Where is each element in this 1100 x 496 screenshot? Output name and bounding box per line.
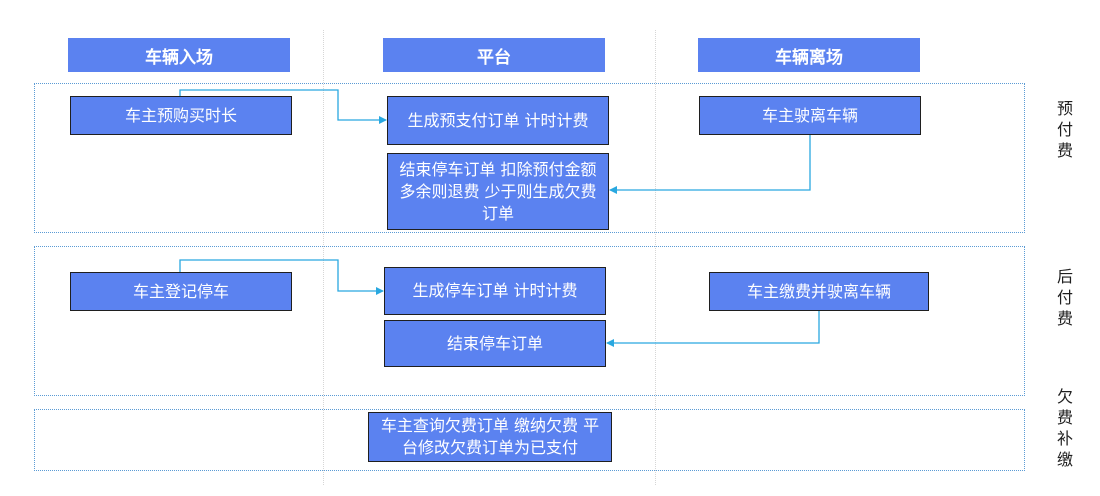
prepay-settle-order: 结束停车订单 扣除预付金额 多余则退费 少于则生成欠费订单 — [387, 153, 609, 230]
connector-postpay-entry-to-order — [179, 259, 384, 295]
prepay-create-order: 生成预支付订单 计时计费 — [387, 96, 609, 145]
section-postpay — [34, 246, 1025, 396]
label-prepay: 预付费 — [1056, 99, 1073, 160]
postpay-exit-step: 车主缴费并驶离车辆 — [709, 272, 929, 311]
section-prepay — [34, 83, 1025, 233]
column-divider — [323, 30, 324, 485]
column-divider — [655, 30, 656, 485]
header-vehicle-exit: 车辆离场 — [698, 38, 920, 72]
postpay-settle-order: 结束停车订单 — [384, 320, 606, 367]
prepay-entry-step: 车主预购买时长 — [70, 96, 292, 135]
label-postpay: 后付费 — [1056, 267, 1073, 328]
label-arrears: 欠费补缴 — [1056, 387, 1073, 469]
connector-prepay-exit-to-settle — [609, 135, 811, 194]
header-platform: 平台 — [383, 38, 605, 72]
postpay-entry-step: 车主登记停车 — [70, 272, 292, 311]
arrears-step: 车主查询欠费订单 缴纳欠费 平台修改欠费订单为已支付 — [368, 412, 612, 462]
header-vehicle-entry: 车辆入场 — [68, 38, 290, 72]
connector-prepay-entry-to-order — [179, 89, 387, 124]
connector-postpay-exit-to-settle — [606, 311, 820, 347]
prepay-exit-step: 车主驶离车辆 — [699, 96, 921, 135]
section-arrears — [34, 409, 1025, 471]
postpay-create-order: 生成停车订单 计时计费 — [384, 267, 606, 315]
